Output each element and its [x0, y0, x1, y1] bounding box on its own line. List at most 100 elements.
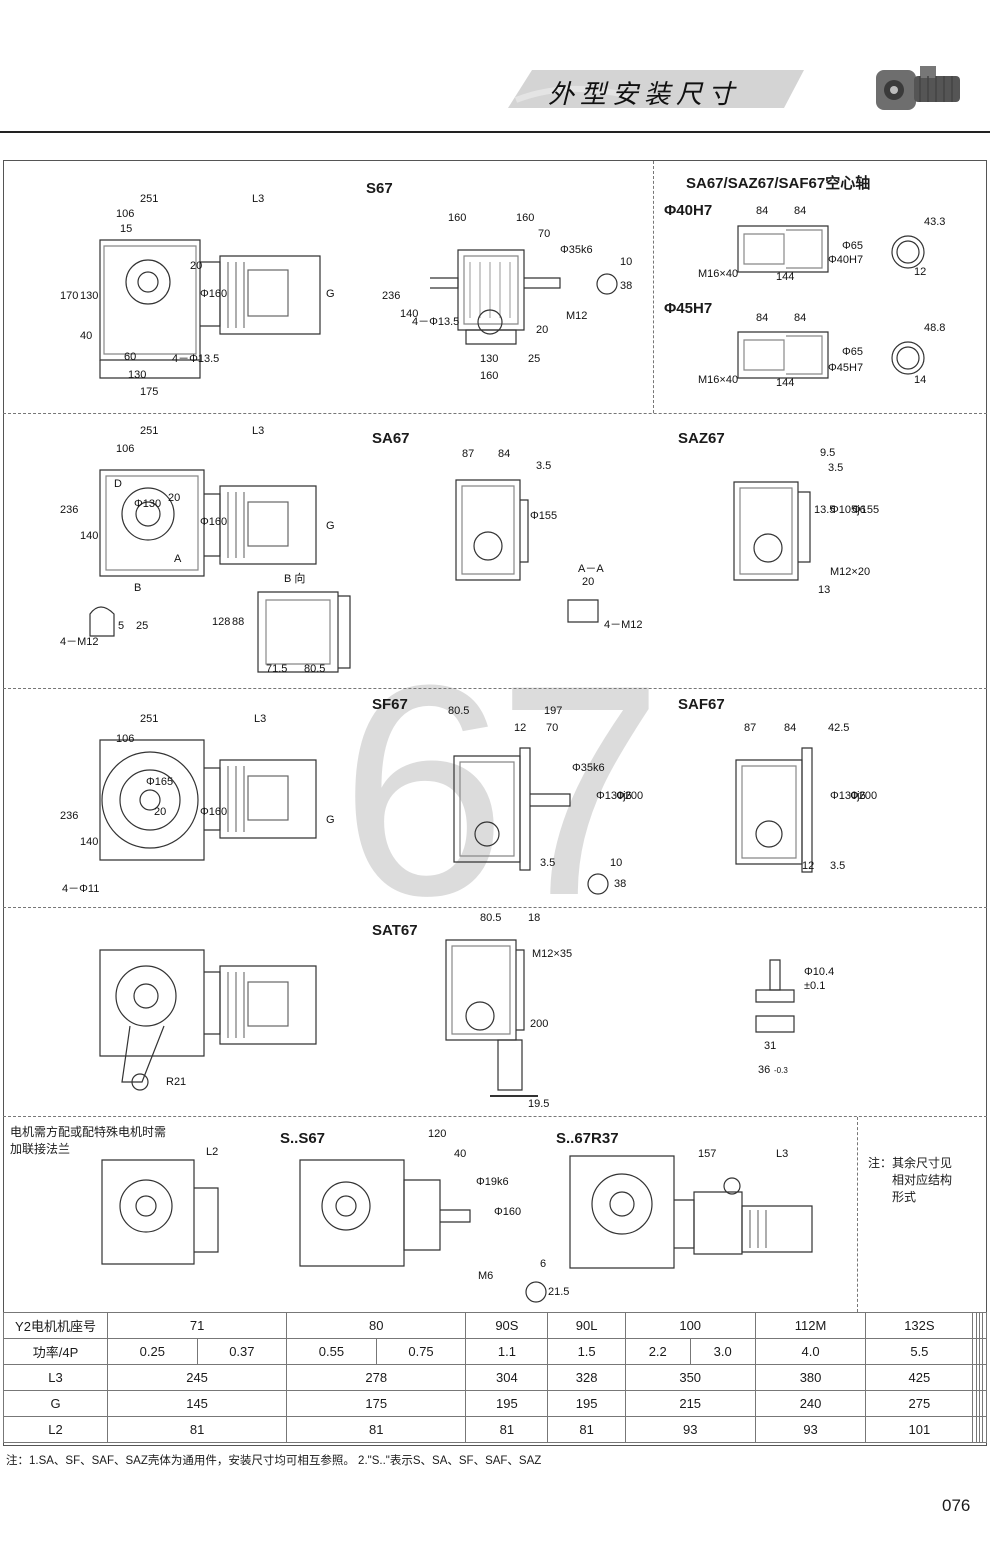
section-divider	[653, 161, 654, 413]
dimension-label: 21.5	[548, 1286, 570, 1298]
dimension-label: 88	[232, 616, 245, 628]
sat67-front-view	[99, 949, 317, 1091]
dimension-label: Φ155	[852, 504, 880, 516]
dimension-label: 160	[448, 212, 467, 224]
dimension-label: 130	[480, 353, 499, 365]
table-row-header: 功率/4P	[3, 1338, 108, 1365]
dimension-label: 87	[462, 448, 475, 460]
dimension-label: 130	[128, 369, 147, 381]
dimension-label: Φ65	[842, 346, 864, 358]
motor-flange-view	[101, 1159, 219, 1265]
dimension-label: 170	[60, 290, 79, 302]
table-cell: 215	[624, 1390, 756, 1417]
dimension-label: 70	[538, 228, 551, 240]
dimension-label: 3.5	[536, 460, 552, 472]
table-cell	[982, 1416, 987, 1443]
dimension-label: 106	[116, 733, 135, 745]
table-cell: 304	[465, 1364, 549, 1391]
dimension-label: R21	[166, 1076, 187, 1088]
section-divider	[3, 1116, 987, 1117]
table-cell	[982, 1338, 987, 1365]
dimension-label: 20	[168, 492, 181, 504]
saf67-title: SAF67	[678, 696, 725, 713]
dimension-label: A－A	[578, 563, 604, 575]
sf67-front-view	[99, 739, 317, 861]
dimension-label: 197	[544, 705, 563, 717]
dimension-label: Φ10.4	[804, 966, 835, 978]
saf67-side-view	[735, 747, 813, 873]
dimension-label: 84	[794, 312, 807, 324]
dimension-label: 4－Φ11	[62, 883, 100, 895]
header-banner	[508, 70, 804, 108]
dimension-label: 12	[514, 722, 527, 734]
dimension-label: 5	[118, 620, 125, 632]
dimension-label: 4－Φ13.5	[172, 353, 220, 365]
dimension-label: Φ160	[200, 288, 228, 300]
dimension-label: 20	[536, 324, 549, 336]
dimension-label: M12×35	[532, 948, 573, 960]
page-number: 076	[942, 1496, 971, 1515]
dimension-label: 18	[528, 912, 541, 924]
dimension-label: 6	[540, 1258, 547, 1270]
sa67-front-view	[89, 469, 351, 673]
s67r37-title: S..67R37	[556, 1130, 619, 1147]
dimension-label: -0.3	[774, 1066, 788, 1075]
dimension-label: 14	[914, 374, 927, 386]
table-cell: 81	[286, 1416, 467, 1443]
table-cell: 0.55	[286, 1338, 377, 1365]
section-divider	[857, 1117, 858, 1312]
sat67-title: SAT67	[372, 922, 418, 939]
dimension-label: D	[114, 478, 122, 490]
table-cell	[982, 1390, 987, 1417]
dimension-label: M16×40	[698, 268, 739, 280]
motor-flange-note: 电机需方配或配特殊电机时需 加联接法兰	[10, 1125, 167, 1156]
dimension-label: 236	[60, 504, 79, 516]
dimension-label: Φ105j6	[830, 504, 866, 516]
table-cell: 195	[465, 1390, 549, 1417]
table-cell: 175	[286, 1390, 467, 1417]
dimension-label: M12×20	[830, 566, 871, 578]
dimension-label: M12	[566, 310, 588, 322]
dimension-label: M16×40	[698, 374, 739, 386]
dimension-label: 84	[756, 312, 769, 324]
dimension-label: Φ160	[494, 1206, 522, 1218]
dimension-label: 106	[116, 443, 135, 455]
dimension-label: 3.5	[828, 462, 844, 474]
dimension-label: Φ160	[200, 806, 228, 818]
table-cell: 145	[106, 1390, 288, 1417]
table-cell: 81	[465, 1416, 549, 1443]
table-cell: 3.0	[689, 1338, 756, 1365]
table-cell: 101	[865, 1416, 974, 1443]
dimension-label: 20	[190, 260, 203, 272]
dimension-label: 84	[498, 448, 511, 460]
page-title: 外型安装尺寸	[548, 80, 741, 110]
dimension-label: B 向	[284, 573, 306, 585]
table-cell: 112M	[754, 1312, 867, 1339]
dimension-label: 80.5	[448, 705, 470, 717]
dimension-label: Φ35k6	[572, 762, 605, 774]
dimension-label: M6	[478, 1270, 494, 1282]
table-cell: 2.2	[624, 1338, 691, 1365]
dimension-label: 40	[454, 1148, 467, 1160]
table-cell: 278	[286, 1364, 467, 1391]
dimension-label: 3.5	[540, 857, 556, 869]
dimension-label: A	[174, 553, 182, 565]
table-cell	[979, 1416, 984, 1443]
dimension-label: 48.8	[924, 322, 946, 334]
section-divider	[3, 413, 987, 414]
dimension-label: 251	[140, 713, 159, 725]
dimension-label: 140	[80, 530, 99, 542]
dimension-label: 157	[698, 1148, 717, 1160]
dimension-label: 84	[756, 205, 769, 217]
table-row-header: G	[3, 1390, 108, 1417]
table-cell: 5.5	[865, 1338, 974, 1365]
dimension-label: 80.5	[304, 663, 326, 675]
dimension-label: 60	[124, 351, 137, 363]
dimension-label: Φ40H7	[828, 254, 864, 266]
dimension-label: 120	[428, 1128, 447, 1140]
section-divider	[3, 688, 987, 689]
sa67-title: SA67	[372, 430, 410, 447]
